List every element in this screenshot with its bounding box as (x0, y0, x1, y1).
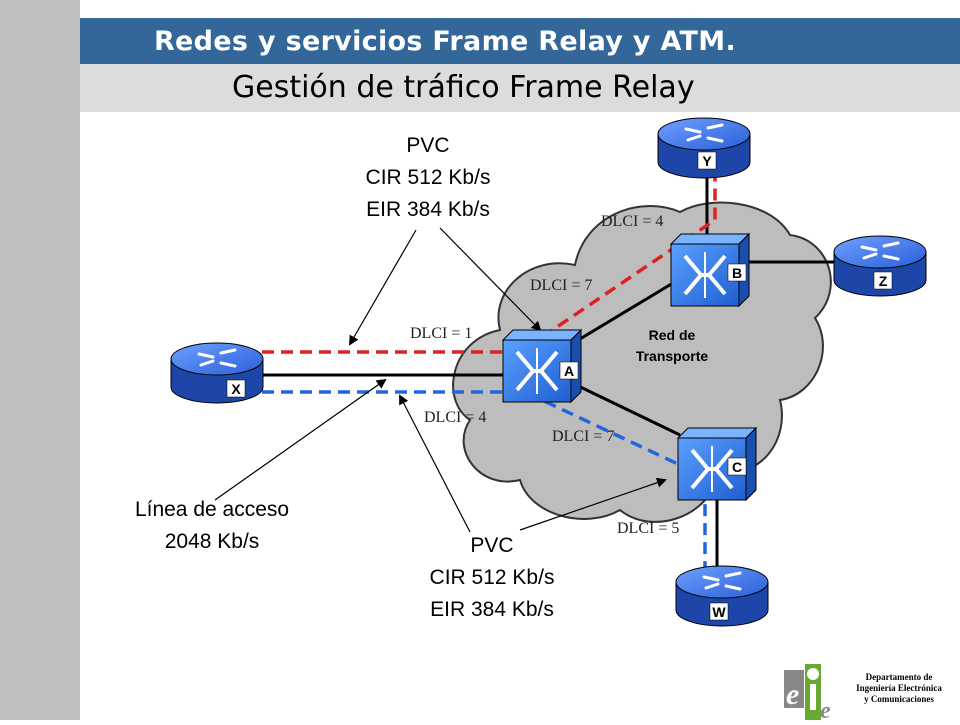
router-z-icon[interactable]: Z (833, 235, 927, 297)
router-z-label: Z (879, 273, 888, 289)
pvc-bottom-line1: PVC (470, 534, 513, 557)
router-y-label: Y (702, 153, 712, 169)
annotation-arrows (214, 227, 667, 533)
switch-b-icon[interactable]: B (669, 232, 751, 308)
header-title: Redes y servicios Frame Relay y ATM. (153, 26, 737, 57)
switch-c-icon[interactable]: C (676, 426, 758, 502)
pvc-top-annotation: PVC CIR 512 Kb/s EIR 384 Kb/s (366, 134, 491, 221)
access-line-annotation: Línea de acceso 2048 Kb/s (135, 498, 289, 553)
left-sidebar-bar (0, 0, 80, 720)
arrow-pvc-top-red (348, 229, 417, 346)
eie-logo: e e (784, 664, 960, 724)
dept-line3: y Comunicaciones (864, 694, 934, 704)
header-bar: Redes y servicios Frame Relay y ATM. (80, 18, 960, 64)
dlci-label-b-from-a: DLCI = 7 (530, 277, 592, 294)
cloud-label-line1: Red de (649, 327, 696, 343)
dlci-label-c-to-w: DLCI = 5 (617, 520, 679, 537)
pvc-blue-line (262, 390, 707, 580)
arrow-pvc-bottom-switch (519, 477, 667, 531)
pvc-bottom-line2: CIR 512 Kb/s (430, 566, 555, 589)
link-a-c (569, 380, 681, 437)
switch-b-label: B (732, 265, 742, 281)
pvc-blue-path (262, 390, 707, 580)
dlci-label-a-x-red: DLCI = 1 (410, 325, 472, 342)
pvc-red-line (262, 165, 717, 354)
slide-title: Gestión de tráfico Frame Relay (232, 70, 695, 105)
pvc-red-path (262, 165, 717, 354)
dept-line1: Departamento de (865, 672, 933, 682)
switch-a-icon[interactable]: A (501, 328, 583, 404)
access-line-line2: 2048 Kb/s (165, 530, 260, 553)
arrow-pvc-bottom-blue (399, 394, 471, 533)
dlci-label-a-x-blue: DLCI = 4 (424, 409, 486, 426)
switch-c-label: C (732, 459, 742, 475)
router-x-label: X (231, 381, 241, 397)
arrow-pvc-top-switch (439, 227, 542, 332)
svg-text:e: e (786, 678, 799, 711)
physical-links (262, 175, 835, 572)
svg-text:e: e (820, 698, 831, 720)
router-w-icon[interactable]: W (675, 565, 769, 627)
eie-logo-icon: e e (784, 664, 831, 724)
dlci-label-c-from-a: DLCI = 7 (552, 428, 614, 445)
link-a-b (569, 278, 679, 347)
router-w-label: W (712, 604, 726, 620)
top-strip (80, 0, 960, 18)
pvc-top-line2: CIR 512 Kb/s (366, 166, 491, 189)
router-y-icon[interactable]: Y (657, 117, 751, 179)
cloud-label-line2: Transporte (636, 348, 709, 364)
arrow-access-line (214, 378, 387, 501)
access-line-line1: Línea de acceso (135, 498, 289, 521)
pvc-bottom-annotation: PVC CIR 512 Kb/s EIR 384 Kb/s (430, 534, 555, 621)
pvc-bottom-line3: EIR 384 Kb/s (430, 598, 554, 621)
pvc-top-line1: PVC (406, 134, 449, 157)
switch-a-label: A (564, 363, 574, 379)
dlci-label-b-to-y: DLCI = 4 (601, 213, 663, 230)
router-x-icon[interactable]: X (170, 342, 264, 404)
dept-line2: Ingeniería Electrónica (856, 683, 942, 693)
department-label: Departamento de Ingeniería Electrónica y… (843, 672, 955, 705)
pvc-top-line3: EIR 384 Kb/s (366, 198, 490, 221)
subheader-bar: Gestión de tráfico Frame Relay (80, 64, 960, 112)
